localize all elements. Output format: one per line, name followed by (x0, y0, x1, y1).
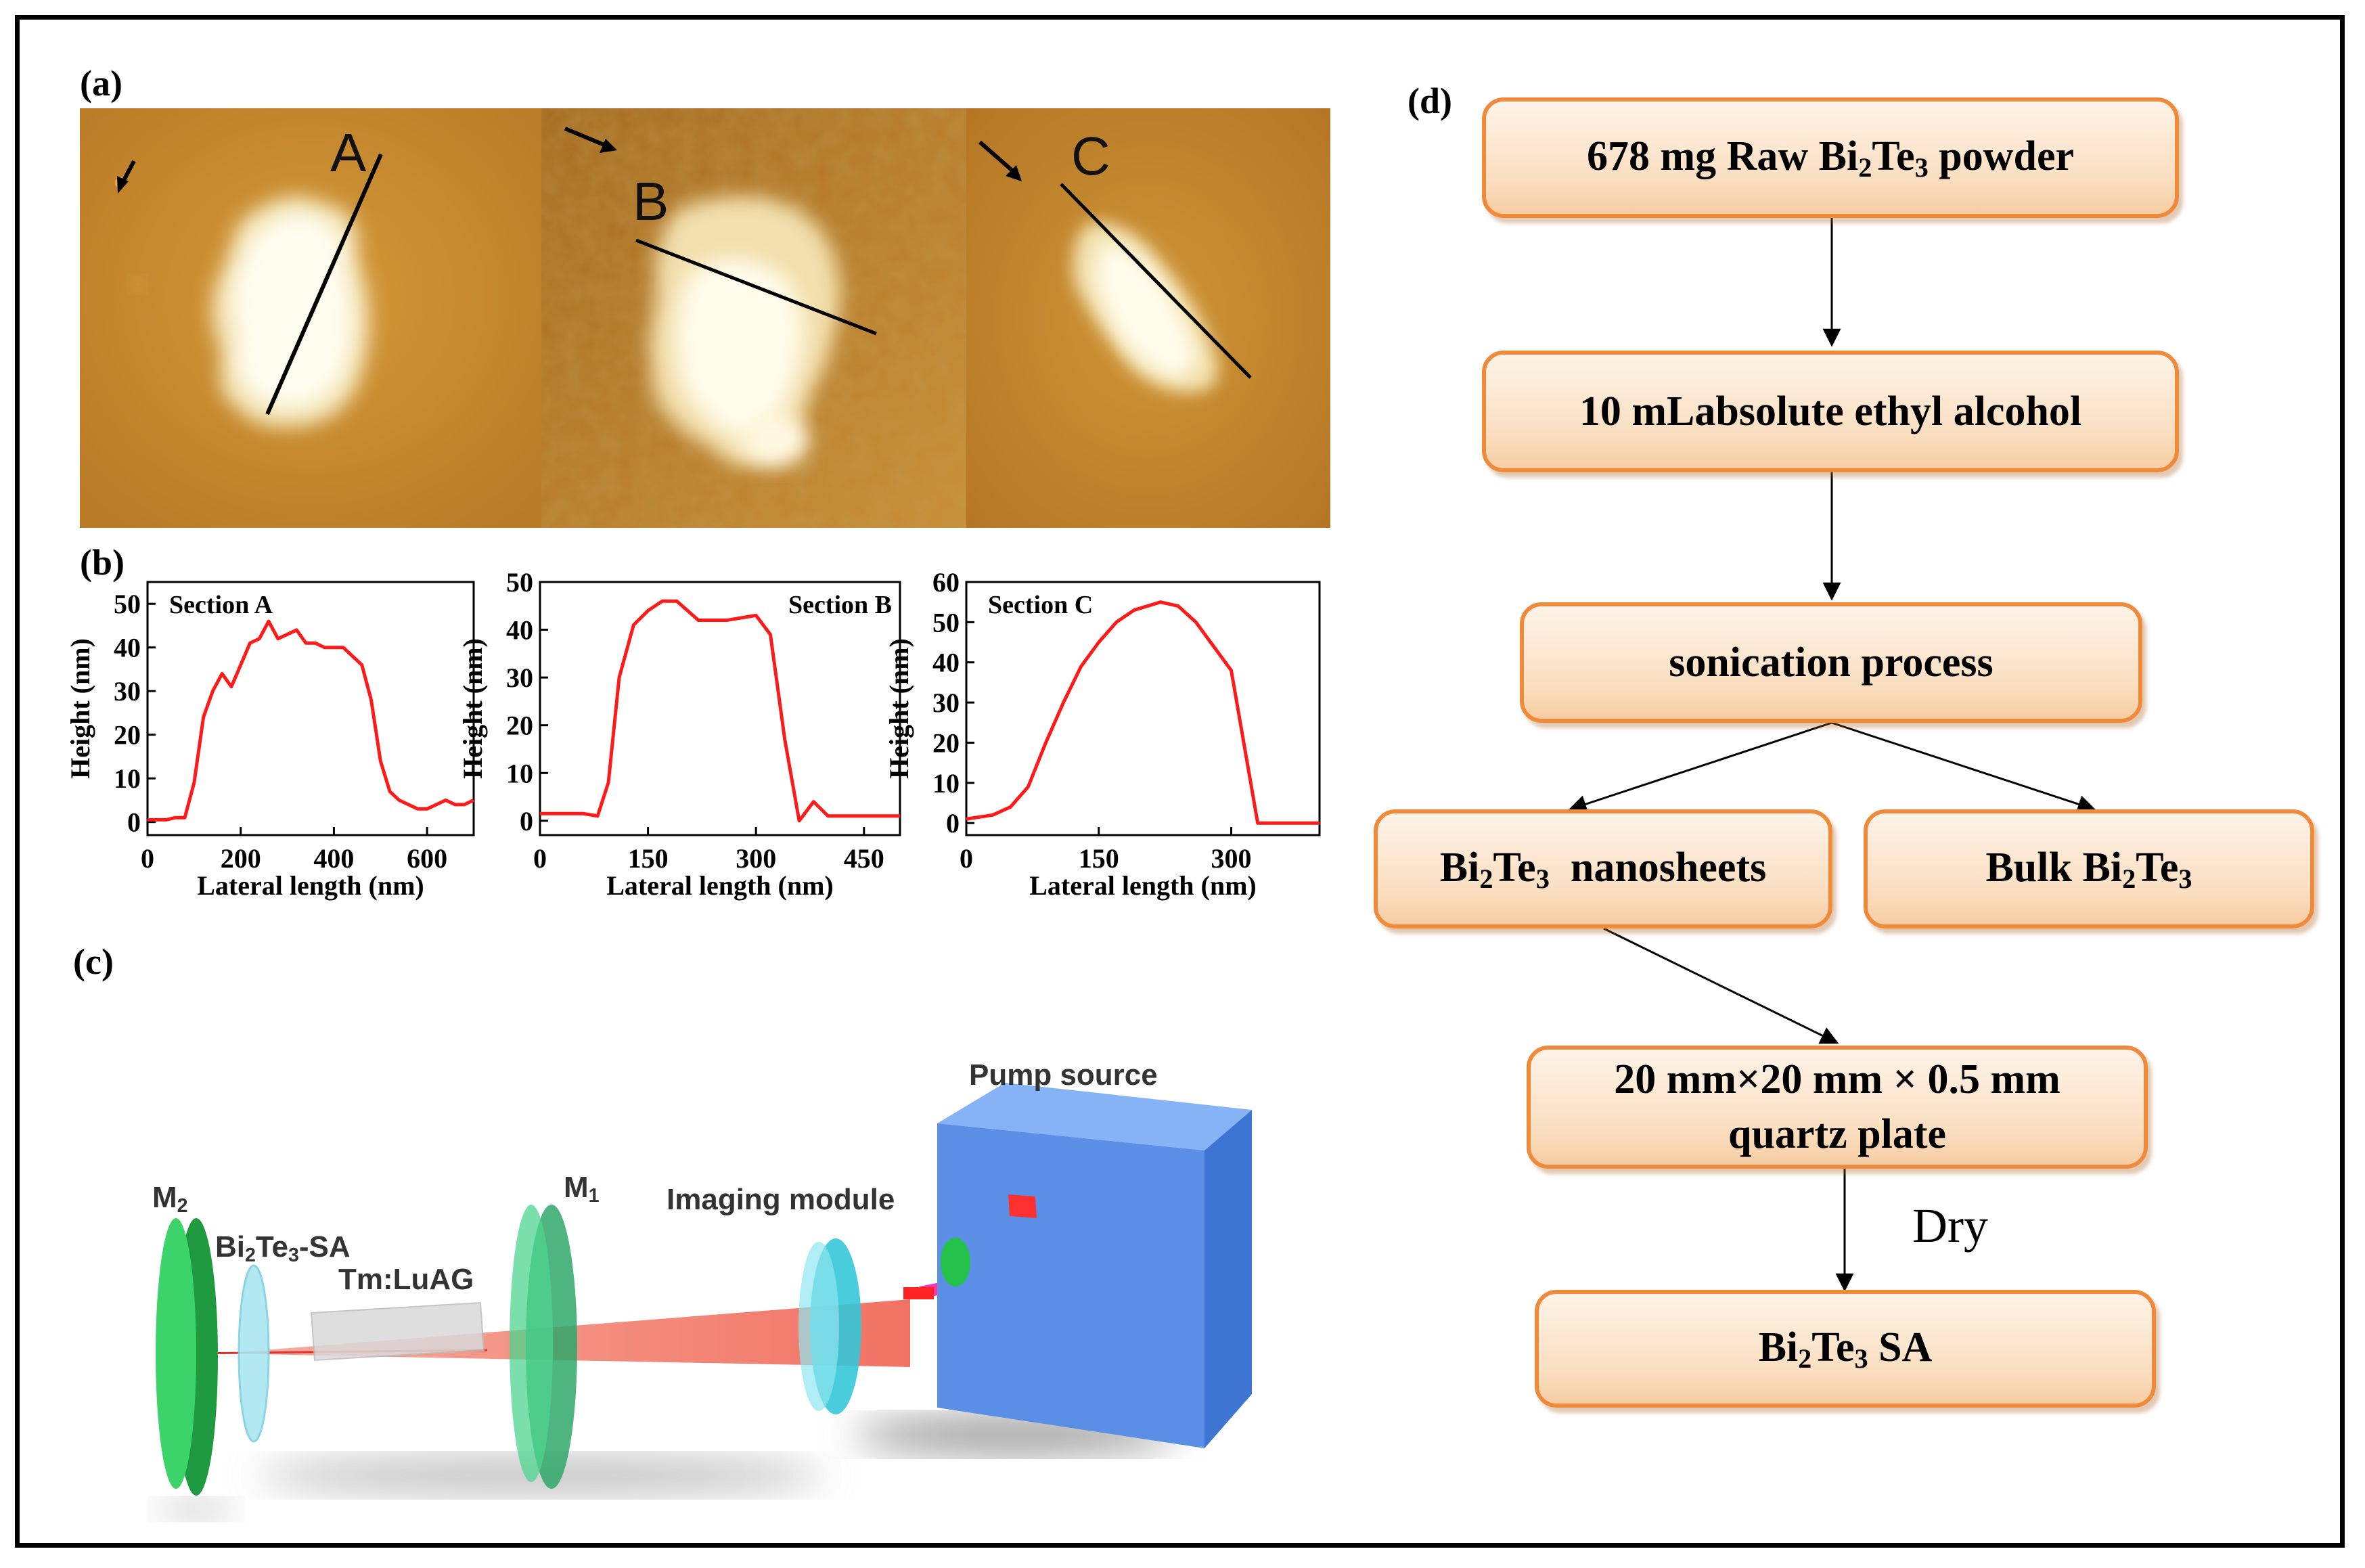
y-tick-label: 0 (520, 806, 533, 836)
section-letter-c: C (1071, 126, 1110, 186)
panel-label-a: (a) (80, 63, 122, 104)
y-tick-label: 50 (932, 607, 960, 637)
y-tick-label: 50 (114, 589, 141, 619)
section-title: Section B (788, 591, 892, 619)
step-nanosheets: Bi2Te3 nanosheets (1374, 809, 1832, 928)
x-tick-label: 200 (221, 843, 261, 874)
figure-frame (15, 15, 2345, 1548)
afm-image-c: C (966, 108, 1330, 528)
label-m1: M1 (564, 1171, 600, 1207)
plot-frame (965, 581, 1321, 836)
height-profile-line (540, 599, 900, 823)
step-sonication: sonication process (1520, 602, 2142, 723)
x-tick-label: 150 (628, 843, 669, 874)
step-quartz-plate: 20 mm×20 mm × 0.5 mm quartz plate (1527, 1046, 2148, 1169)
section-title: Section A (169, 591, 273, 619)
y-axis-label: Height (nm) (886, 638, 914, 779)
y-tick-label: 30 (932, 688, 960, 718)
x-tick-label: 0 (533, 843, 547, 874)
section-letter-a: A (330, 122, 367, 183)
laser-setup-illustration (156, 1083, 1252, 1520)
label-saturable-absorber: Bi2Te3-SA (215, 1230, 351, 1267)
x-tick-label: 0 (141, 843, 154, 874)
x-tick-label: 0 (960, 843, 973, 874)
step-saturable-absorber: Bi2Te3 SA (1535, 1290, 2156, 1408)
x-tick-label: 400 (313, 843, 354, 874)
y-axis-label: Height (nm) (68, 638, 95, 779)
step-solvent: 10 mLabsolute ethyl alcohol (1482, 351, 2179, 472)
height-profile-line (966, 600, 1320, 825)
section-title: Section C (988, 591, 1093, 619)
label-crystal: Tm:LuAG (338, 1263, 474, 1296)
y-tick-label: 20 (506, 711, 533, 741)
afm-image-a: A (80, 108, 541, 528)
panel-label-b: (b) (80, 542, 125, 583)
y-axis-label: Height (nm) (460, 638, 488, 779)
y-tick-label: 0 (946, 808, 960, 838)
y-tick-label: 10 (932, 768, 960, 799)
x-tick-label: 600 (407, 843, 447, 874)
x-axis-label: Lateral length (nm) (197, 870, 424, 901)
panel-label-d: (d) (1407, 81, 1452, 121)
y-tick-label: 10 (114, 763, 141, 794)
x-tick-label: 300 (736, 843, 776, 874)
x-tick-label: 150 (1079, 843, 1119, 874)
plot-frame (146, 581, 475, 836)
step-raw-powder: 678 mg Raw Bi2Te3 powder (1482, 97, 2179, 218)
panel-label-c: (c) (73, 941, 114, 982)
plot-frame (539, 581, 901, 836)
y-tick-label: 10 (506, 758, 533, 788)
y-tick-label: 40 (114, 633, 141, 663)
x-axis-label: Lateral length (nm) (1029, 870, 1257, 901)
x-axis-label: Lateral length (nm) (606, 870, 834, 901)
height-profile-line (148, 619, 475, 822)
label-imaging-module: Imaging module (667, 1183, 895, 1216)
y-tick-label: 60 (932, 567, 960, 598)
step-bulk: Bulk Bi2Te3 (1864, 809, 2314, 928)
y-tick-label: 50 (506, 567, 533, 598)
y-tick-label: 0 (127, 807, 141, 838)
section-letter-b: B (633, 171, 669, 231)
y-tick-label: 30 (506, 663, 533, 693)
y-tick-label: 20 (114, 720, 141, 751)
x-tick-label: 300 (1211, 843, 1252, 874)
label-dry: Dry (1912, 1199, 1988, 1253)
afm-image-b: B (541, 108, 966, 528)
label-pump-source: Pump source (969, 1058, 1158, 1092)
y-tick-label: 20 (932, 727, 960, 758)
y-tick-label: 40 (506, 615, 533, 646)
y-tick-label: 30 (114, 676, 141, 707)
label-m2: M2 (152, 1181, 188, 1217)
x-tick-label: 450 (844, 843, 884, 874)
height-profile-chart-a: 0 200 400 600 0 10 20 30 40 50 Section A Lateral le… (68, 581, 475, 901)
y-tick-label: 40 (932, 648, 960, 678)
